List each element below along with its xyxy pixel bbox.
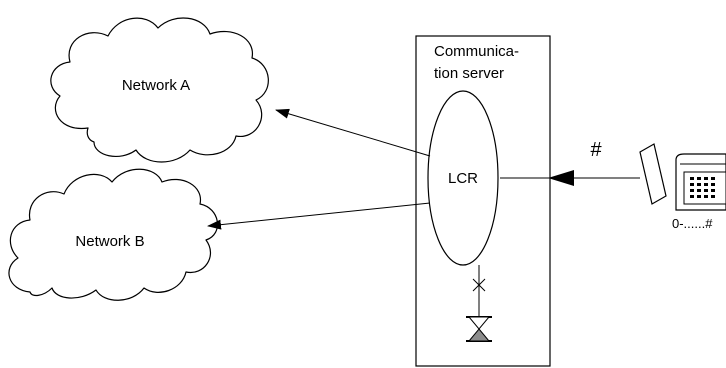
network-b-cloud: Network B (8, 168, 219, 301)
route-arrow-network-a (275, 108, 431, 157)
lcr-ellipse (427, 90, 499, 266)
hash-label: # (590, 139, 602, 161)
network-a-cloud: Network A (50, 17, 269, 163)
telephone-icon (639, 143, 726, 211)
network-a-label: Network A (122, 77, 190, 94)
route-arrow-network-b (207, 202, 431, 230)
incoming-arrowhead (548, 170, 574, 186)
blocked-cross-icon (472, 278, 486, 292)
server-title-line2: tion server (434, 65, 504, 82)
server-title-line1: Communica- (434, 43, 519, 60)
hourglass-icon (466, 316, 492, 342)
communication-server-box (415, 35, 551, 367)
network-b-label: Network B (75, 233, 144, 250)
dial-string-label: 0-......# (672, 216, 713, 231)
lcr-label: LCR (448, 170, 478, 187)
